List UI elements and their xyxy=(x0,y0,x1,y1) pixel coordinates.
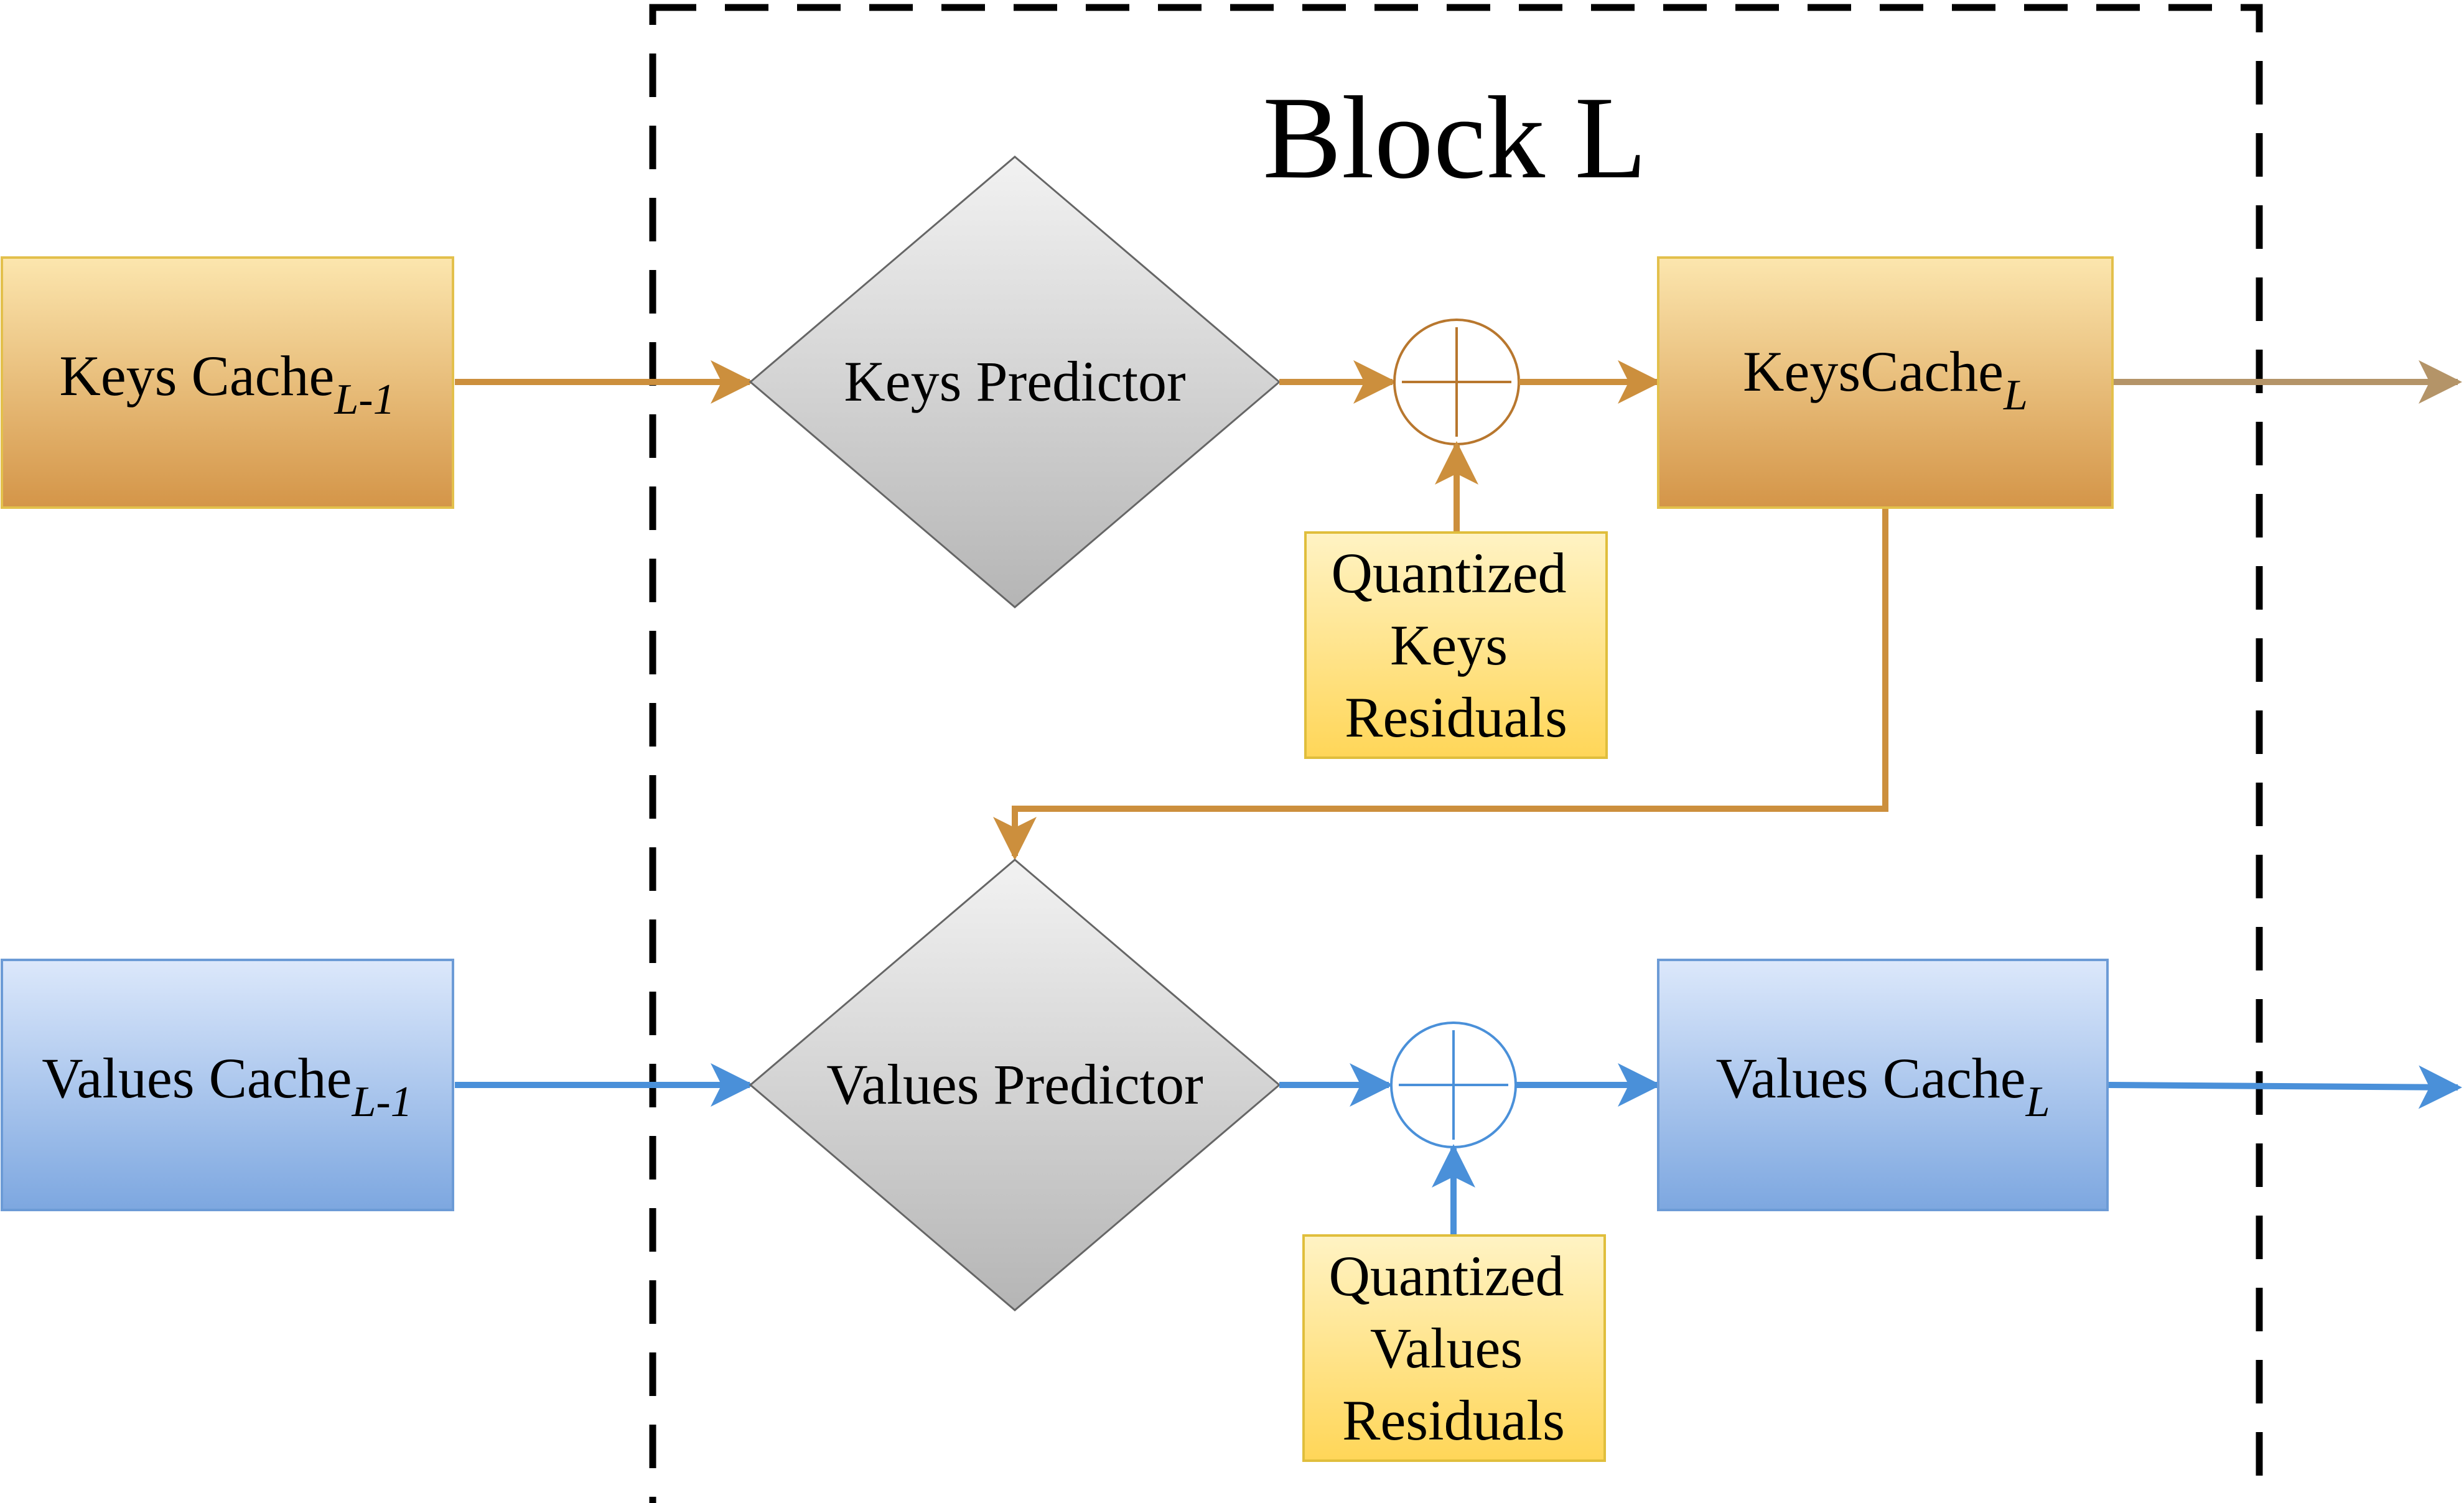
keys-row: Keys CacheL-1 Keys Predictor Quantized K… xyxy=(1,156,2462,860)
keys-cache-out-box xyxy=(1657,256,2114,509)
values-row: Values CacheL-1 Values Predictor Quantiz… xyxy=(1,859,2462,1462)
values-residuals-box xyxy=(1302,1234,1606,1462)
keys-sum-node xyxy=(1393,319,1520,445)
keys-to-values-connector xyxy=(993,509,1888,860)
keys-predictor-label: Keys Predictor xyxy=(844,350,1185,413)
values-cache-prev-box xyxy=(1,959,454,1211)
values-predictor-label: Values Predictor xyxy=(826,1053,1203,1116)
values-predictor-diamond xyxy=(749,859,1281,1311)
keys-cache-prev-box xyxy=(1,256,454,509)
values-residuals-label: Quantized Values Residuals xyxy=(1328,1244,1578,1452)
keys-cache-prev-label: Keys CacheL-1 xyxy=(59,344,394,424)
values-output-arrow xyxy=(2108,1065,2462,1109)
values-cache-out-box xyxy=(1657,959,2109,1211)
values-cache-prev-label: Values CacheL-1 xyxy=(42,1046,412,1126)
block-boundary xyxy=(649,4,2263,1503)
keys-residuals-label: Quantized Keys Residuals xyxy=(1331,541,1580,749)
values-sum-node xyxy=(1390,1021,1517,1148)
keys-residuals-box xyxy=(1304,531,1608,759)
keys-predictor-diamond xyxy=(749,156,1281,608)
keys-cache-out-label: KeysCacheL xyxy=(1743,340,2028,419)
block-title: Block L xyxy=(1262,73,1646,203)
values-cache-out-label: Values CacheL xyxy=(1715,1046,2050,1126)
